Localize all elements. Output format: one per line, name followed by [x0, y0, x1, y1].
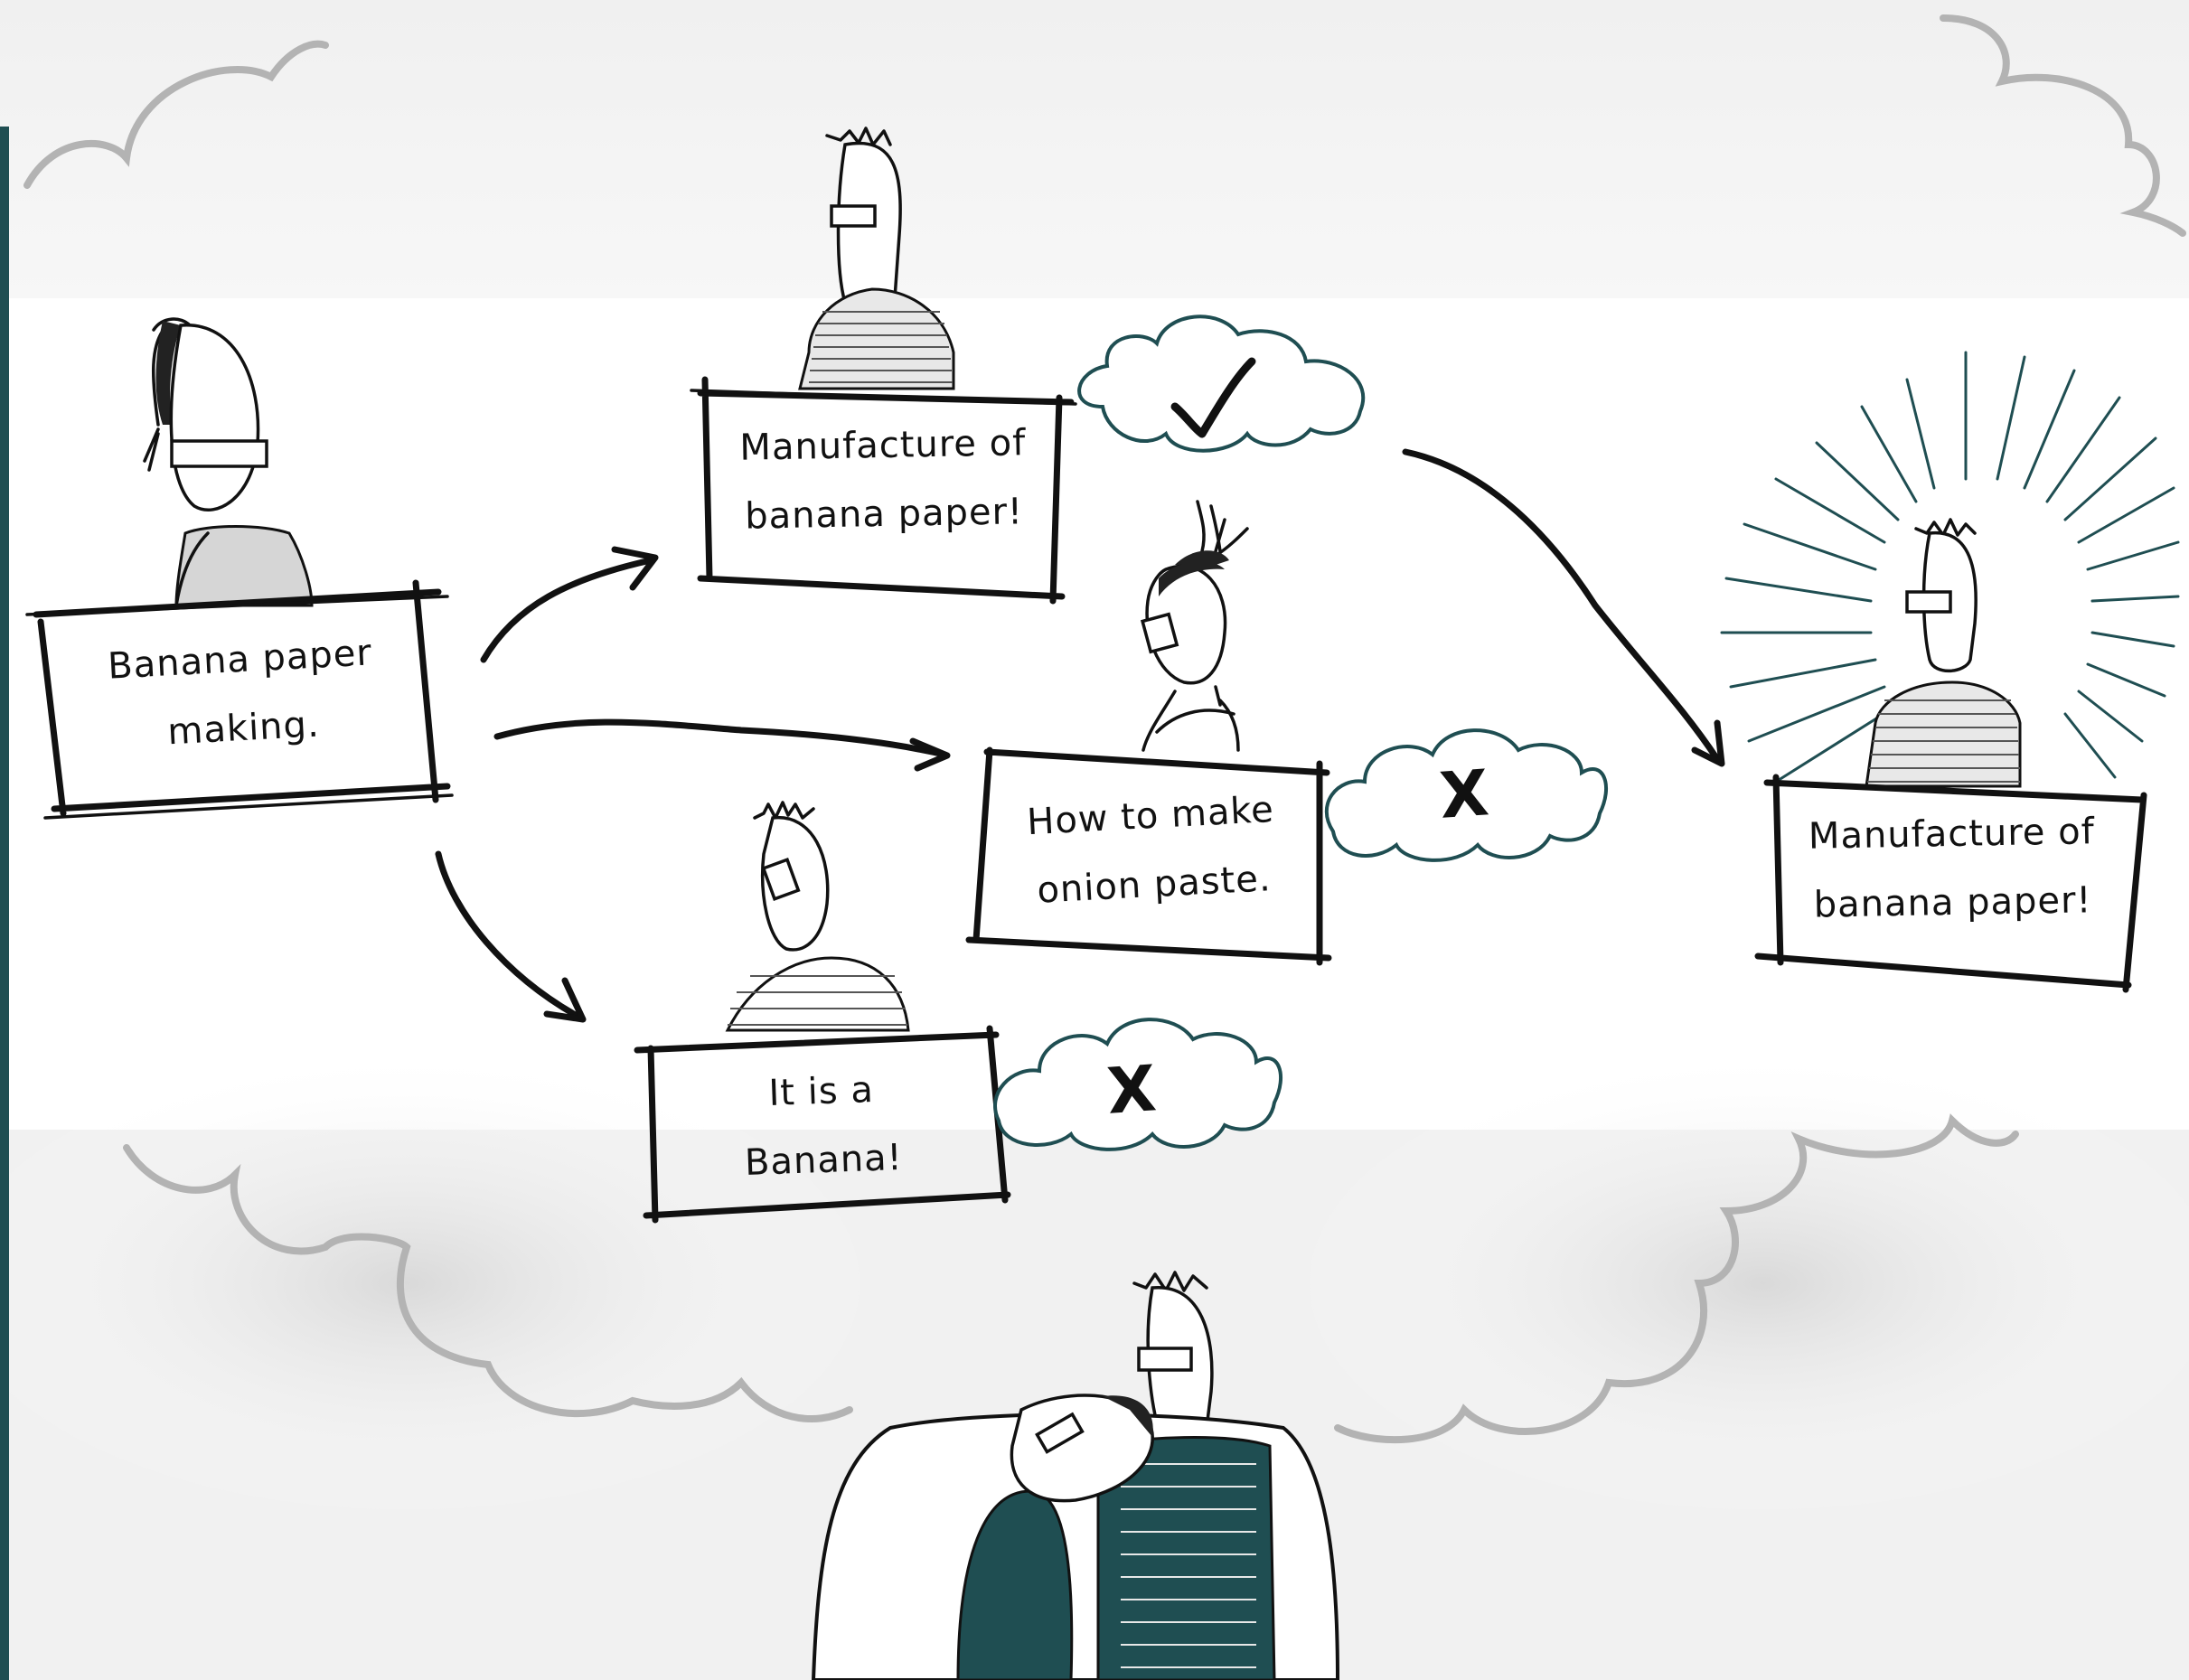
arrow-to-top [480, 557, 654, 663]
box-middle-label: How to make onion paste. [991, 774, 1313, 927]
box-top-label: Manufacture of banana paper! [718, 408, 1050, 551]
box-result-label: Manufacture of banana paper! [1789, 797, 2117, 940]
box-bottom [634, 1025, 1011, 1224]
box-start [25, 579, 454, 820]
box-bottom-label: It is a Banana! [666, 1052, 978, 1200]
bottom-shade-left [0, 1048, 877, 1518]
box-bottom-line2: Banana! [744, 1136, 904, 1185]
box-top-line2: banana paper! [744, 491, 1024, 538]
person-start [143, 317, 314, 607]
top-band [0, 0, 2189, 298]
cloud-top [1077, 314, 1366, 453]
box-result-line1: Manufacture of [1808, 811, 2096, 858]
box-top [690, 376, 1077, 605]
arrow-to-middle [493, 718, 948, 758]
arrow-to-result [1402, 448, 1721, 763]
arrow-to-bottom [435, 850, 582, 1020]
person-top [798, 127, 955, 390]
box-middle [965, 746, 1332, 966]
thought-cloud [23, 14, 2186, 1444]
person-thinker [811, 1271, 1340, 1680]
person-result [1865, 518, 2022, 788]
box-bottom-line1: It is a [767, 1069, 875, 1115]
person-middle [1140, 500, 1249, 752]
bottom-shade-right [1292, 1048, 2189, 1518]
cloud-middle [1324, 728, 1609, 862]
cross-mark-middle-icon: X [1437, 756, 1491, 833]
cross-mark-bottom-icon: X [1104, 1051, 1159, 1129]
box-result-line2: banana paper! [1813, 879, 2092, 926]
radiance-rays [1720, 351, 2180, 784]
arrows [435, 448, 1725, 1023]
box-start-label: Banana paper making. [82, 617, 400, 771]
box-top-line1: Manufacture of [739, 422, 1027, 469]
check-mark-icon [1170, 357, 1256, 438]
box-result [1754, 774, 2147, 993]
left-edge-bar [0, 127, 9, 1680]
person-bottom [725, 801, 910, 1032]
cloud-bottom [993, 1018, 1283, 1151]
